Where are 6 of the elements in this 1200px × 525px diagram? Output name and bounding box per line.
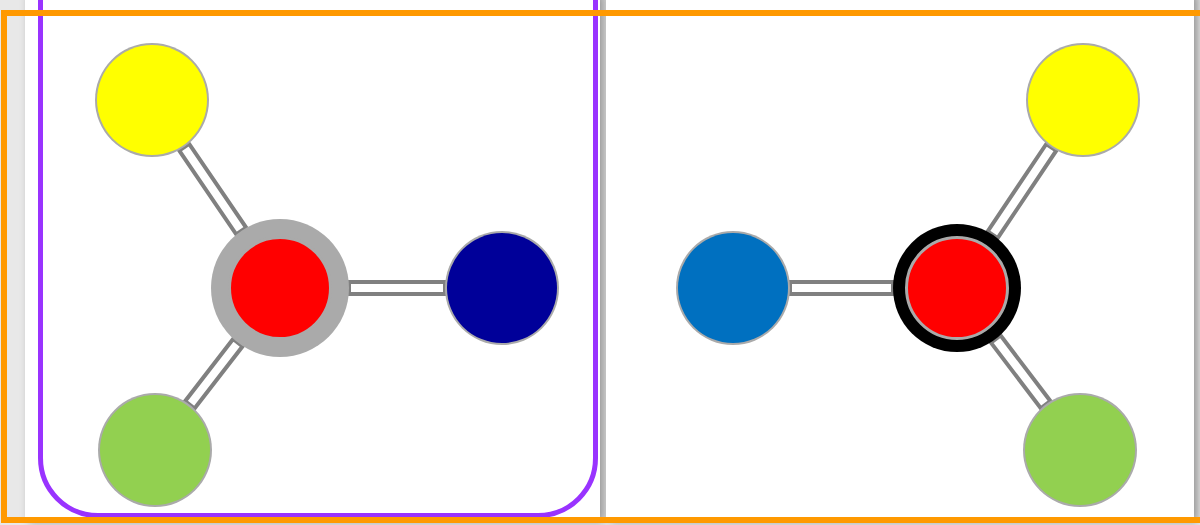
double-line-connector bbox=[788, 280, 895, 296]
double-line-connector bbox=[182, 336, 246, 412]
double-line-connector bbox=[984, 141, 1060, 241]
double-line-connector bbox=[347, 280, 447, 296]
double-line-connector bbox=[176, 140, 249, 238]
double-line-connector bbox=[988, 332, 1054, 412]
